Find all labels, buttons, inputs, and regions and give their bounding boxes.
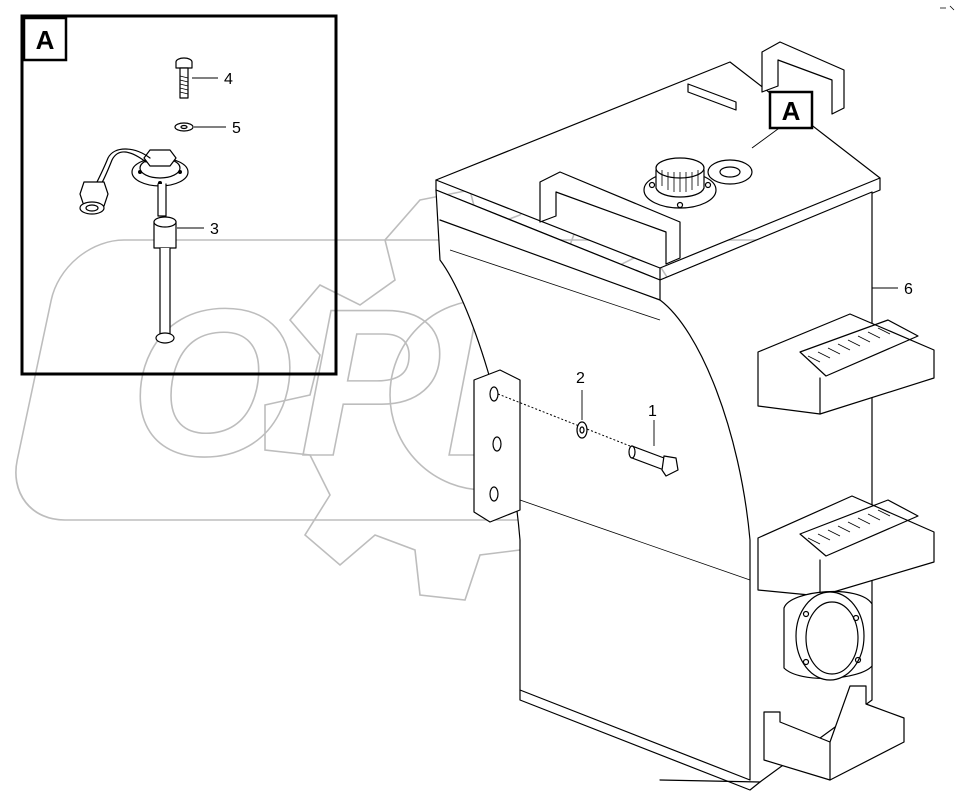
detail-bolt <box>175 57 193 99</box>
access-hole <box>783 590 873 681</box>
callout-label: 2 <box>576 370 585 387</box>
callout-label: 4 <box>224 71 233 88</box>
detail-callout-4: 4 <box>192 71 233 88</box>
step-lower <box>757 495 935 597</box>
filler-cap <box>643 157 717 209</box>
callout-1: 1 <box>648 403 657 446</box>
detail-level-sender <box>79 148 189 344</box>
mounting-bracket <box>473 369 521 523</box>
detail-callout-3: 3 <box>177 221 219 238</box>
detail-reference-label: A <box>782 96 801 126</box>
detail-washer <box>174 122 194 132</box>
tank-front-panel <box>435 189 751 781</box>
detail-view-a: A <box>20 14 338 376</box>
fuel-tank: A <box>435 41 935 791</box>
corner-mark-icon <box>940 5 955 11</box>
detail-badge-box <box>22 16 68 62</box>
callout-label: 5 <box>232 120 241 137</box>
sender-flange <box>707 159 753 185</box>
callout-label: 6 <box>904 281 913 298</box>
detail-callout-5: 5 <box>194 120 241 137</box>
top-slot <box>687 83 737 111</box>
top-handle-rear <box>761 41 845 115</box>
detail-reference-badge: A <box>751 90 814 149</box>
step-upper <box>757 313 935 415</box>
detail-frame <box>20 14 338 376</box>
step-bottom <box>763 685 905 781</box>
callout-label: 3 <box>210 221 219 238</box>
top-handle-front <box>539 171 681 265</box>
callout-label: 1 <box>648 403 657 420</box>
callout-6: 6 <box>872 281 913 298</box>
mounting-bolt <box>497 393 679 477</box>
callout-2: 2 <box>576 370 585 420</box>
mounting-washer <box>576 421 588 439</box>
detail-badge-label: A <box>36 25 55 55</box>
